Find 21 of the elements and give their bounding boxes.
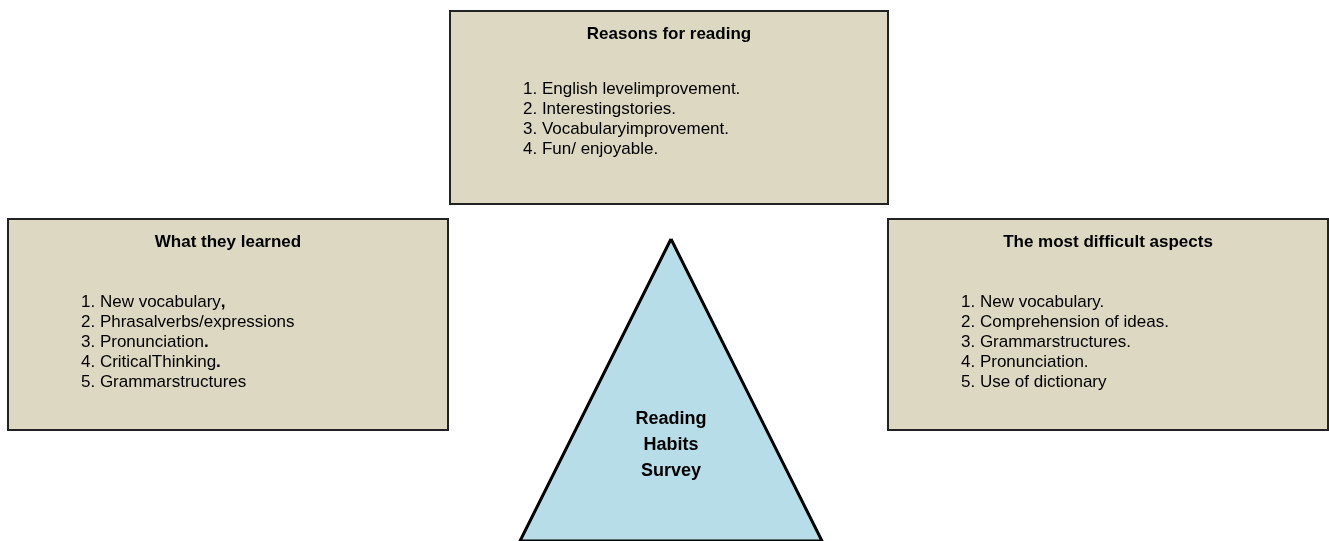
triangle-title: Reading Habits Survey [634,407,708,482]
list-item: 3. Vocabularyimprovement. [523,119,729,139]
list-card [7,218,449,431]
list-item: 3. Grammarstructures. [961,332,1132,352]
list-item: 4. Pronunciation. [961,352,1089,372]
list-item: 2. Comprehension of ideas. [961,312,1169,332]
list-item: 1. New vocabulary. [961,292,1105,312]
card-heading: What they learned [153,232,303,252]
list-item: 2. Interestingstories. [523,99,677,119]
list-item: 5. Grammarstructures [81,372,247,392]
list-card [887,218,1329,431]
list-item: 2. Phrasalverbs/expressions [81,312,295,332]
list-item: 5. Use of dictionary [961,372,1107,392]
list-item: 4. CriticalThinking. [81,352,221,372]
list-item: 3. Pronunciation. [81,332,209,352]
list-item: 1. New vocabulary, [81,292,226,312]
list-item: 1. English levelimprovement. [523,79,741,99]
list-item: 4. Fun/ enjoyable. [523,139,659,159]
list-card [449,10,889,205]
card-heading: The most difficult aspects [1002,232,1214,252]
card-heading: Reasons for reading [585,24,753,44]
